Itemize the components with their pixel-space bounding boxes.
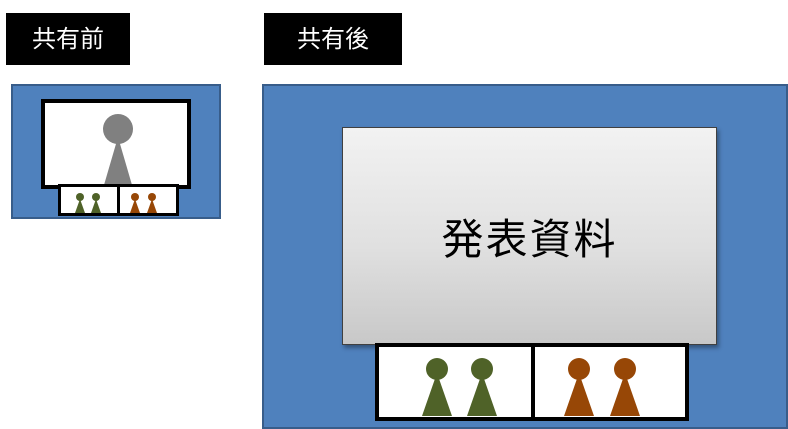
participant-head: [471, 358, 493, 380]
shared-slide: 発表資料: [342, 127, 717, 345]
speaker-person-icon: [103, 114, 133, 185]
participant-thumbnail-right-large: [531, 343, 689, 421]
speaker-body: [104, 137, 132, 185]
before-share-label: 共有前: [6, 13, 130, 65]
participant-body: [467, 373, 497, 416]
slide-title: 発表資料: [441, 214, 618, 264]
participant-pair-orange-small: [130, 193, 157, 213]
participant-pair-orange-large: [564, 358, 640, 416]
participant-head: [614, 358, 636, 380]
participant-body: [564, 373, 594, 416]
participant-body: [610, 373, 640, 416]
participant-head: [568, 358, 590, 380]
participant-body: [422, 373, 452, 416]
participant-head: [426, 358, 448, 380]
after-share-label: 共有後: [264, 13, 402, 65]
participant-pair-green-large: [422, 358, 497, 416]
speaker-head: [103, 114, 133, 144]
participant-pair-green-small: [75, 193, 101, 213]
